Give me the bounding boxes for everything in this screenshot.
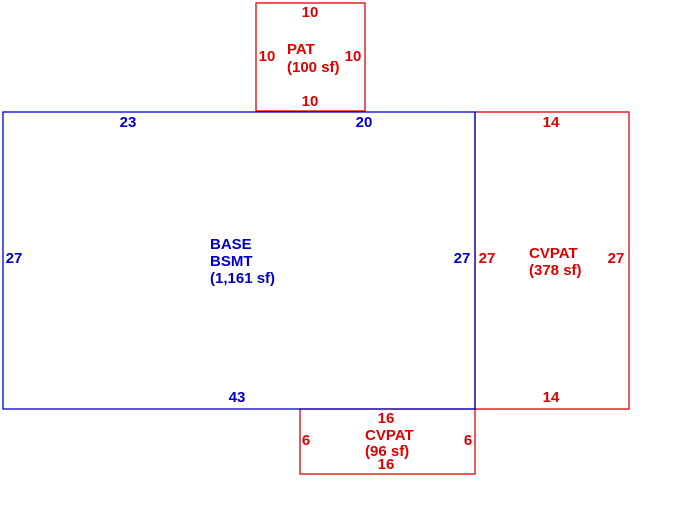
base-dim-top-left: 23 bbox=[120, 114, 137, 131]
cvpat-right-label: CVPAT bbox=[529, 245, 578, 262]
pat-outline bbox=[255, 2, 366, 112]
base-area: (1,161 sf) bbox=[210, 270, 275, 287]
cvpat-right-dim-right: 27 bbox=[608, 250, 625, 267]
base-dim-right: 27 bbox=[454, 250, 471, 267]
pat-dim-top: 10 bbox=[302, 4, 319, 21]
base-outline bbox=[2, 111, 476, 410]
cvpat-bottom-dim-right: 6 bbox=[464, 432, 472, 449]
pat-label: PAT bbox=[287, 41, 315, 58]
pat-dim-right: 10 bbox=[345, 48, 362, 65]
cvpat-right-dim-top: 14 bbox=[543, 114, 560, 131]
cvpat-bottom-dim-bottom: 16 bbox=[378, 456, 395, 473]
cvpat-bottom-dim-left: 6 bbox=[302, 432, 310, 449]
pat-dim-bottom: 10 bbox=[302, 93, 319, 110]
base-label-line1: BASE bbox=[210, 236, 252, 253]
pat-dim-left: 10 bbox=[259, 48, 276, 65]
cvpat-bottom-dim-top: 16 bbox=[378, 410, 395, 427]
cvpat-right-dim-left: 27 bbox=[479, 250, 496, 267]
cvpat-right-dim-bottom: 14 bbox=[543, 389, 560, 406]
base-dim-bottom: 43 bbox=[229, 389, 246, 406]
cvpat-bottom-area: (96 sf) bbox=[365, 443, 409, 460]
pat-area: (100 sf) bbox=[287, 59, 340, 76]
cvpat-right-area: (378 sf) bbox=[529, 262, 582, 279]
cvpat-bottom-label: CVPAT bbox=[365, 427, 414, 444]
base-label-line2: BSMT bbox=[210, 253, 253, 270]
base-dim-top-right: 20 bbox=[356, 114, 373, 131]
base-dim-left: 27 bbox=[6, 250, 23, 267]
